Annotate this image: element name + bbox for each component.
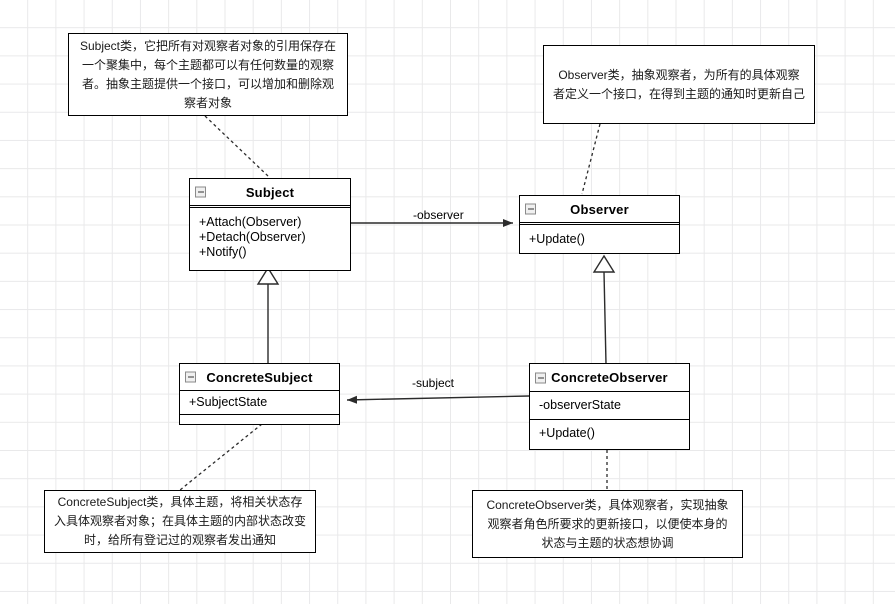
edge-label-observer: -observer [413, 208, 464, 222]
note-subject: Subject类，它把所有对观察者对象的引用保存在一个聚集中，每个主题都可以有任… [68, 33, 348, 116]
class-separator2-concrete-subject [180, 414, 339, 415]
class-separator-observer [520, 222, 679, 227]
class-member: +Notify() [199, 245, 247, 259]
class-member: +SubjectState [189, 395, 268, 409]
class-member: -observerState [539, 398, 621, 412]
note-concrete-subject-text: ConcreteSubject类，具体主题，将相关状态存入具体观察者对象；在具体… [54, 495, 307, 547]
note-concrete-subject: ConcreteSubject类，具体主题，将相关状态存入具体观察者对象；在具体… [44, 490, 316, 553]
association-concreteobserver-concretesubject [346, 395, 530, 404]
class-member: +Update() [529, 232, 585, 246]
edge-label-subject: -subject [412, 376, 455, 390]
class-title-subject: Subject [190, 179, 350, 205]
class-methods-observer: +Update() [520, 227, 679, 252]
class-name-subject: Subject [245, 184, 295, 200]
class-name-concrete-subject: ConcreteSubject [206, 369, 313, 385]
collapse-minus-icon[interactable] [195, 186, 206, 198]
note-anchor-observer [581, 123, 601, 195]
class-attributes-concrete-observer: -observerState [530, 392, 689, 419]
class-name-observer: Observer [570, 201, 629, 217]
collapse-minus-icon[interactable] [535, 372, 546, 383]
collapse-minus-icon[interactable] [525, 203, 536, 215]
class-methods-subject: +Attach(Observer) +Detach(Observer) +Not… [190, 210, 350, 265]
class-separator-concrete-subject [180, 390, 339, 391]
generalization-line-concreteobserver [603, 271, 607, 365]
class-title-observer: Observer [520, 196, 679, 222]
class-title-concrete-subject: ConcreteSubject [180, 364, 339, 390]
note-concrete-observer-text: ConcreteObserver类，具体观察者，实现抽象观察者角色所要求的更新接… [486, 497, 729, 550]
class-member: +Attach(Observer) [199, 215, 302, 229]
class-separator-subject [190, 205, 350, 210]
class-member: +Update() [539, 426, 595, 440]
class-attributes-concrete-subject: +SubjectState [180, 391, 339, 414]
class-box-concrete-subject[interactable]: ConcreteSubject +SubjectState [179, 363, 340, 425]
class-methods-concrete-subject [180, 415, 339, 424]
class-name-concrete-observer: ConcreteObserver [551, 370, 668, 385]
note-anchor-concrete-subject [179, 423, 263, 491]
class-methods-concrete-observer: +Update() [530, 420, 689, 447]
note-observer-text: Observer类，抽象观察者，为所有的具体观察者定义一个接口，在得到主题的通知… [553, 67, 806, 101]
collapse-minus-icon[interactable] [185, 371, 196, 383]
class-box-concrete-observer[interactable]: ConcreteObserver -observerState +Update(… [529, 363, 690, 450]
generalization-triangle-concreteobserver [592, 254, 616, 273]
class-box-subject[interactable]: Subject +Attach(Observer) +Detach(Observ… [189, 178, 351, 271]
class-separator2-concrete-observer [530, 419, 689, 420]
class-title-concrete-observer: ConcreteObserver [530, 364, 689, 391]
note-concrete-observer: ConcreteObserver类，具体观察者，实现抽象观察者角色所要求的更新接… [472, 490, 743, 558]
note-anchor-subject [204, 115, 269, 177]
class-separator-concrete-observer [530, 391, 689, 392]
note-subject-text: Subject类，它把所有对观察者对象的引用保存在一个聚集中，每个主题都可以有任… [79, 38, 337, 110]
class-box-observer[interactable]: Observer +Update() [519, 195, 680, 254]
note-observer: Observer类，抽象观察者，为所有的具体观察者定义一个接口，在得到主题的通知… [543, 45, 815, 124]
class-member: +Detach(Observer) [199, 230, 306, 244]
